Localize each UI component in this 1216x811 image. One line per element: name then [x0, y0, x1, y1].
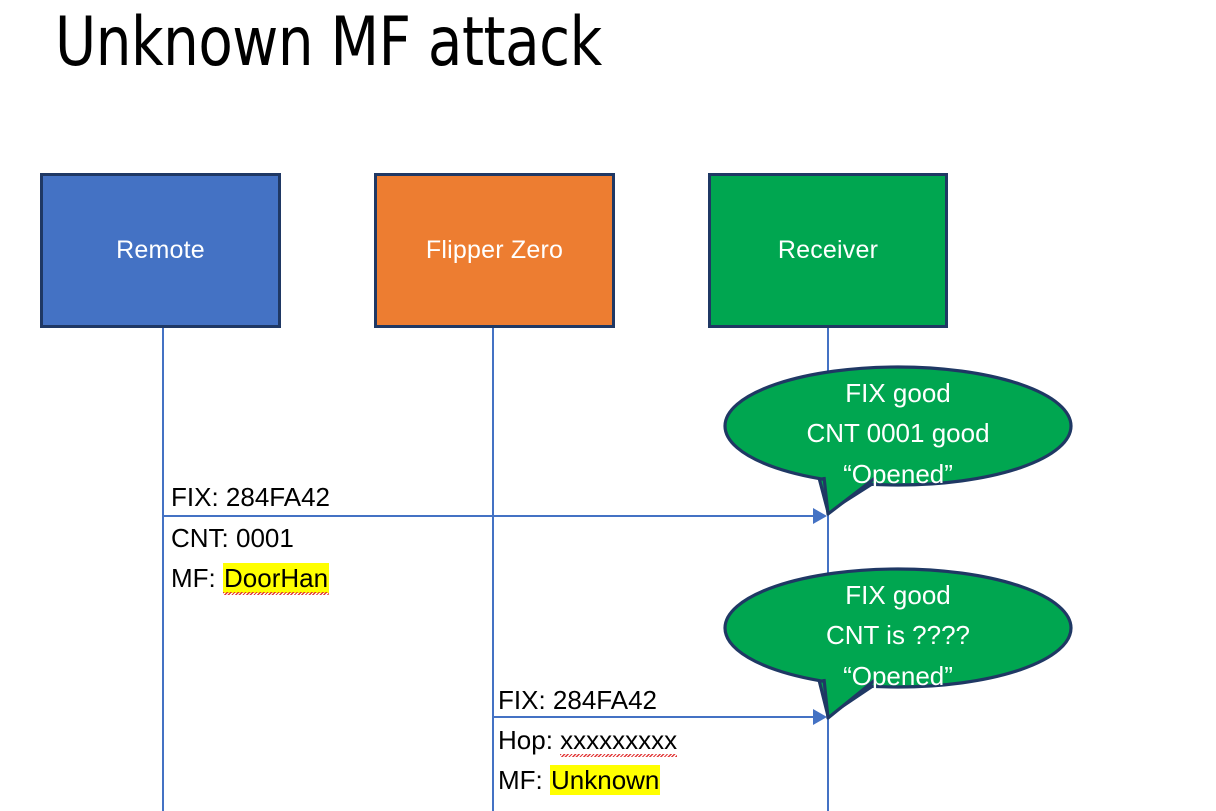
lifeline-receiver — [827, 327, 829, 811]
message-label-1-line-2: CNT: 0001 — [171, 519, 294, 559]
speech-bubble-2-shape — [723, 567, 1073, 720]
message-1-value-cnt: 0001 — [236, 523, 294, 553]
message-arrow-line-1 — [163, 515, 815, 517]
actor-label-flipper: Flipper Zero — [425, 236, 564, 264]
actor-label-remote: Remote — [116, 236, 205, 264]
lifeline-flipper — [492, 327, 494, 811]
message-1-key-fix: FIX: — [171, 482, 226, 512]
message-2-key-fix: FIX: — [498, 685, 553, 715]
actor-box-flipper[interactable]: Flipper Zero — [374, 173, 615, 328]
speech-bubble-1-shape — [723, 365, 1073, 516]
message-label-2-line-3: MF: Unknown — [498, 761, 661, 801]
actor-box-receiver[interactable]: Receiver — [708, 173, 948, 328]
message-2-key-mf: MF: — [498, 765, 550, 795]
message-label-1-line-3: MF: DoorHan — [171, 559, 330, 599]
page-title: Unknown MF attack — [55, 3, 602, 82]
message-2-value-fix: 284FA42 — [552, 685, 657, 715]
message-arrow-head-1 — [813, 508, 827, 524]
message-label-2-line-2: Hop: xxxxxxxxx — [498, 721, 677, 761]
message-1-key-mf: MF: — [171, 563, 223, 593]
message-arrow-line-2 — [493, 716, 815, 718]
message-1-value-mf: DoorHan — [223, 563, 330, 593]
lifeline-remote — [162, 327, 164, 811]
actor-box-remote[interactable]: Remote — [40, 173, 281, 328]
message-arrow-head-2 — [813, 709, 827, 725]
message-2-key-hop: Hop: — [498, 725, 561, 755]
actor-label-receiver: Receiver — [777, 236, 879, 264]
message-1-value-fix: 284FA42 — [225, 482, 330, 512]
message-1-key-cnt: CNT: — [171, 523, 236, 553]
message-label-2-line-1: FIX: 284FA42 — [498, 681, 657, 721]
message-2-value-hop: xxxxxxxxx — [560, 725, 678, 755]
speech-bubble-1: FIX good CNT 0001 good “Opened” — [723, 364, 1073, 519]
message-2-value-mf: Unknown — [550, 765, 661, 795]
message-label-1-line-1: FIX: 284FA42 — [171, 478, 330, 518]
speech-bubble-2: FIX good CNT is ???? “Opened” — [723, 566, 1073, 721]
